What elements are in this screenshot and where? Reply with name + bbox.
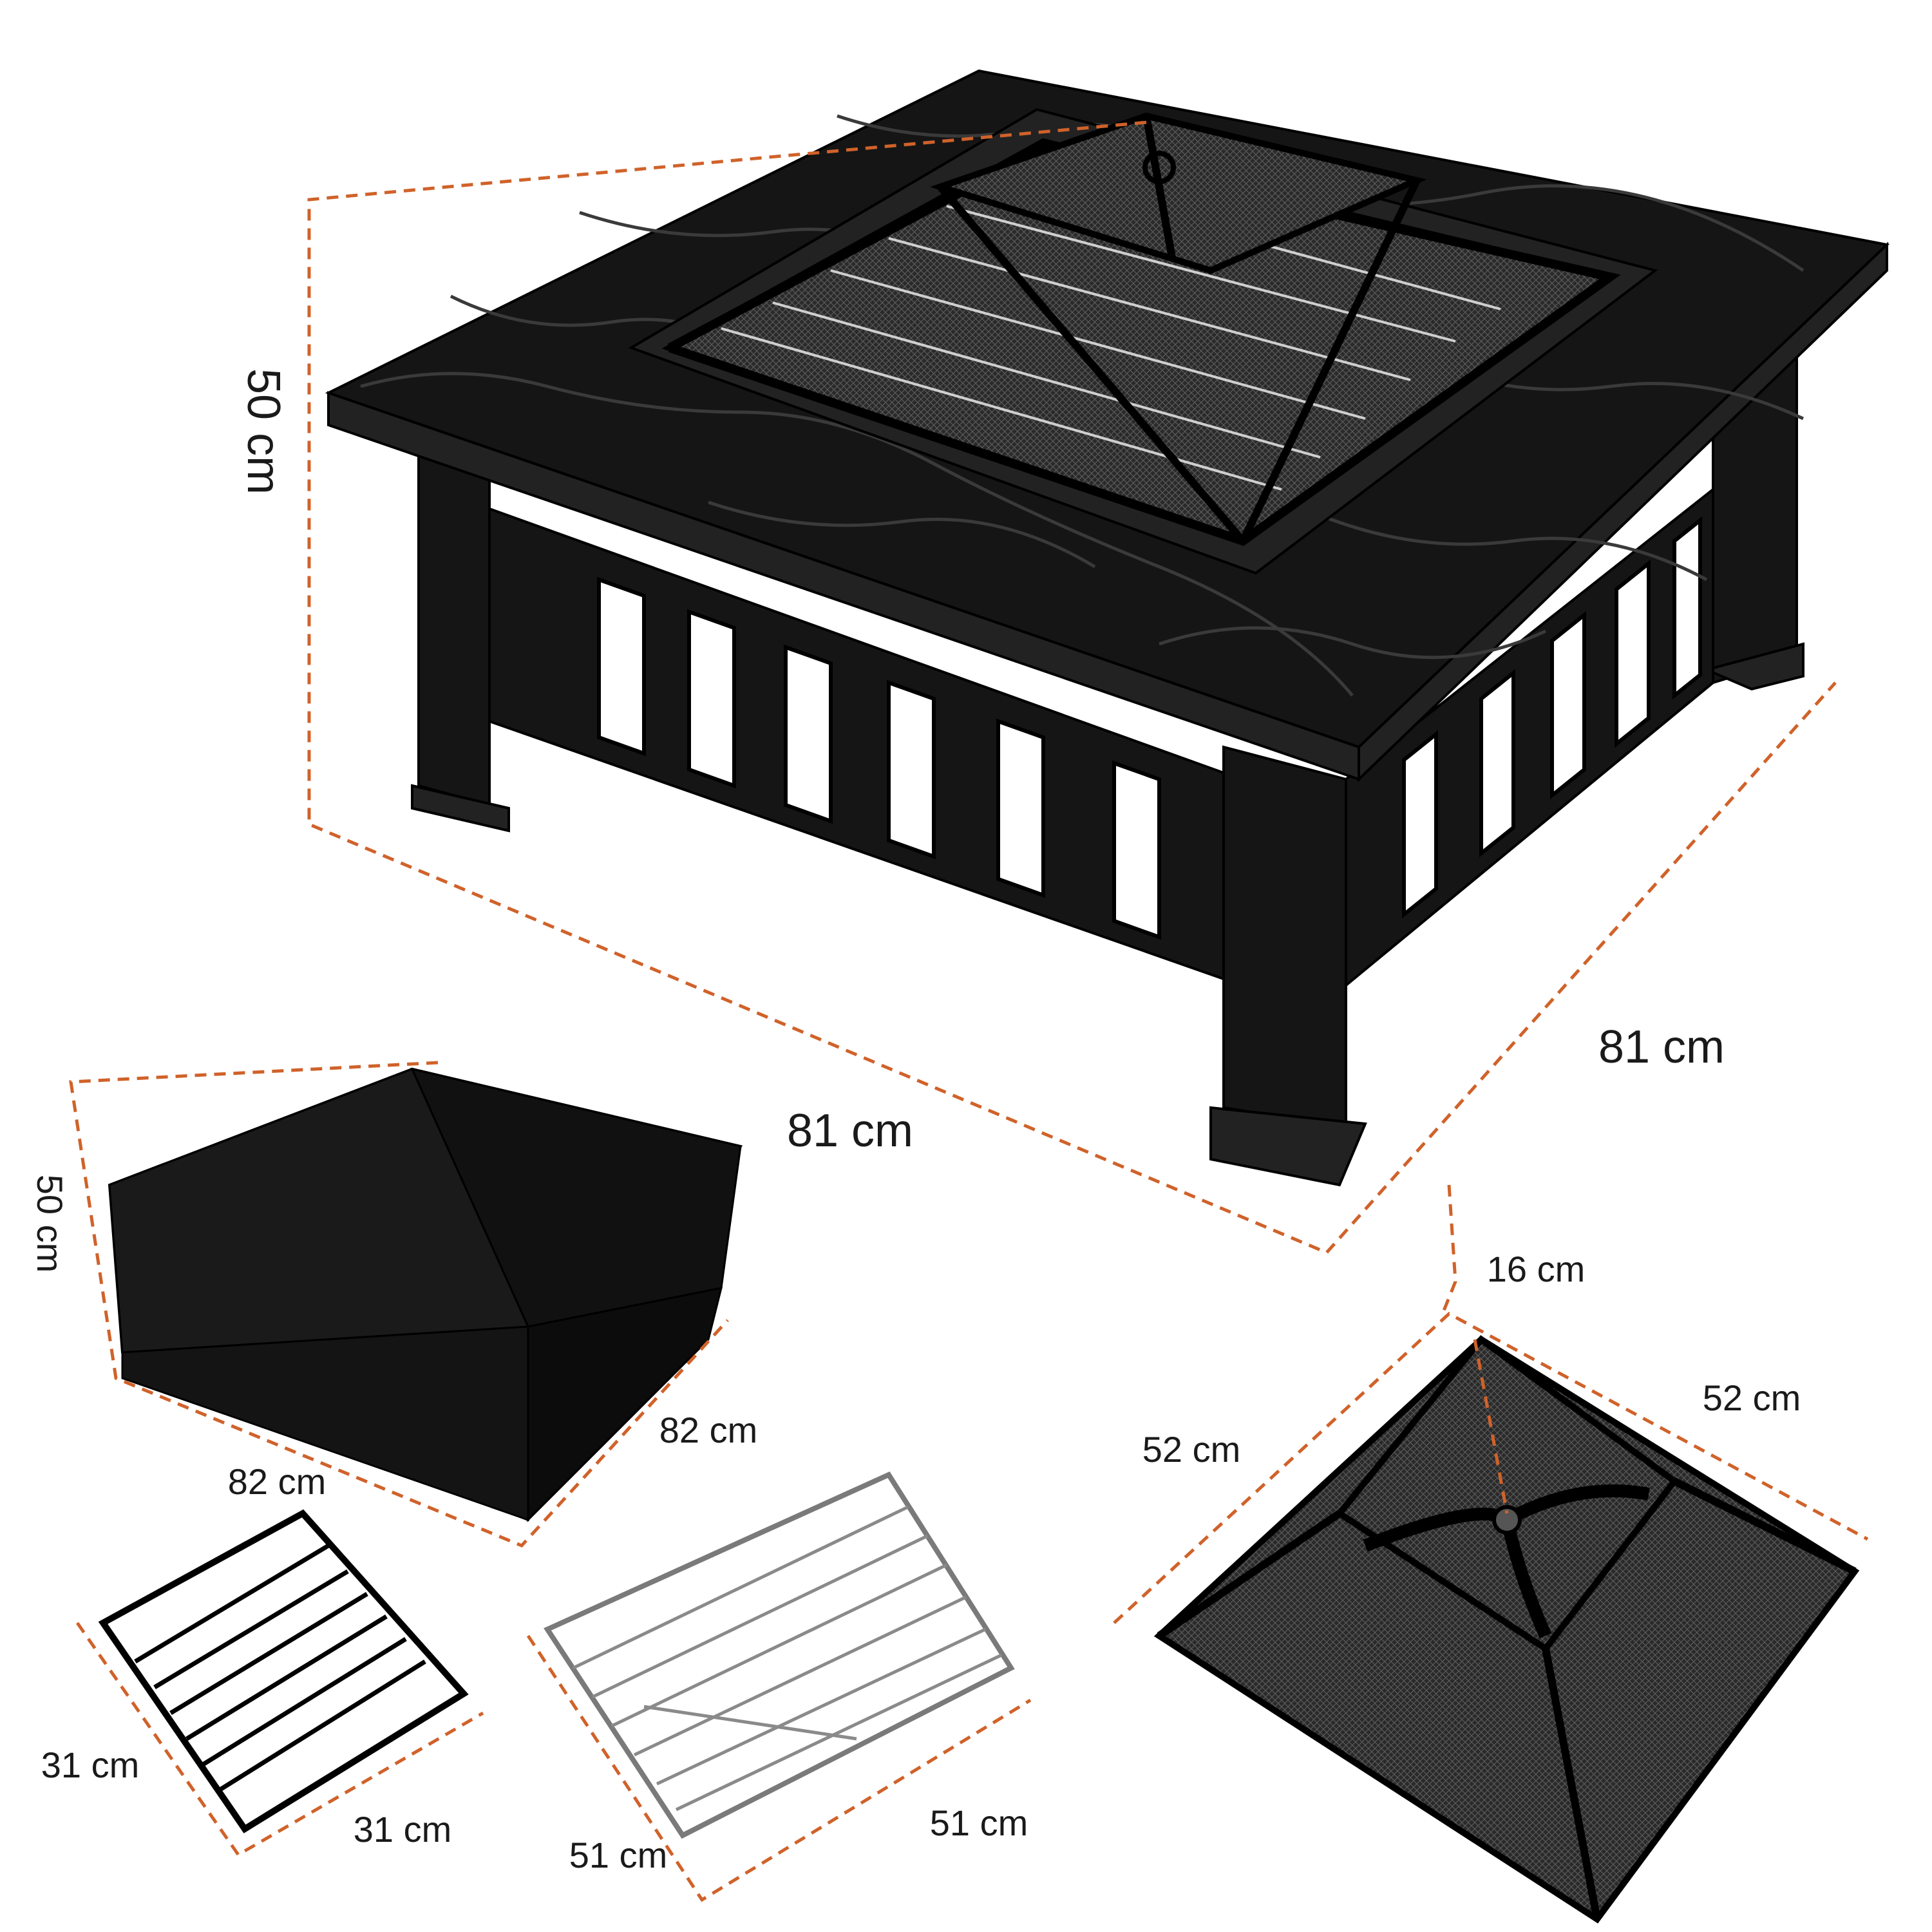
spark-screen-dimension-lines — [1113, 1184, 1869, 1624]
screen-handle-icon — [1492, 1505, 1522, 1535]
front-rail-openings — [597, 576, 1161, 940]
fire-pit-height-label: 50 cm — [238, 368, 289, 495]
fire-pit-depth-label: 81 cm — [787, 1105, 913, 1157]
large-grill-side-b-label: 51 cm — [930, 1803, 1028, 1843]
cover-width-label: 82 cm — [228, 1461, 327, 1502]
fire-pit-dimension-lines — [307, 120, 1837, 1255]
cover — [108, 1067, 743, 1522]
grill-rods — [721, 173, 1501, 491]
cover-height-label: 50 cm — [30, 1175, 70, 1273]
large-grill-side-a-label: 51 cm — [569, 1835, 668, 1875]
cover-depth-label: 82 cm — [659, 1410, 758, 1450]
spark-screen-side-a-label: 52 cm — [1142, 1429, 1241, 1470]
spark-screen-height-label: 16 cm — [1487, 1249, 1586, 1289]
small-grate-dimension-lines — [75, 1622, 484, 1857]
small-grate-side-a-label: 31 cm — [41, 1745, 140, 1785]
side-rail-openings — [1402, 516, 1702, 919]
spark-screen-side-b-label: 52 cm — [1703, 1378, 1801, 1418]
spark-screen — [1153, 1335, 1860, 1924]
fire-pit-width-label: 81 cm — [1598, 1021, 1725, 1073]
fire-pit-table — [325, 69, 1890, 1187]
small-charcoal-grate — [98, 1509, 469, 1833]
small-grate-side-b-label: 31 cm — [354, 1809, 452, 1850]
large-cooking-grill — [544, 1471, 1015, 1839]
large-grill-dimension-lines — [526, 1634, 1032, 1902]
cover-dimension-lines — [69, 1061, 729, 1548]
lid-handle-icon — [1142, 151, 1176, 184]
